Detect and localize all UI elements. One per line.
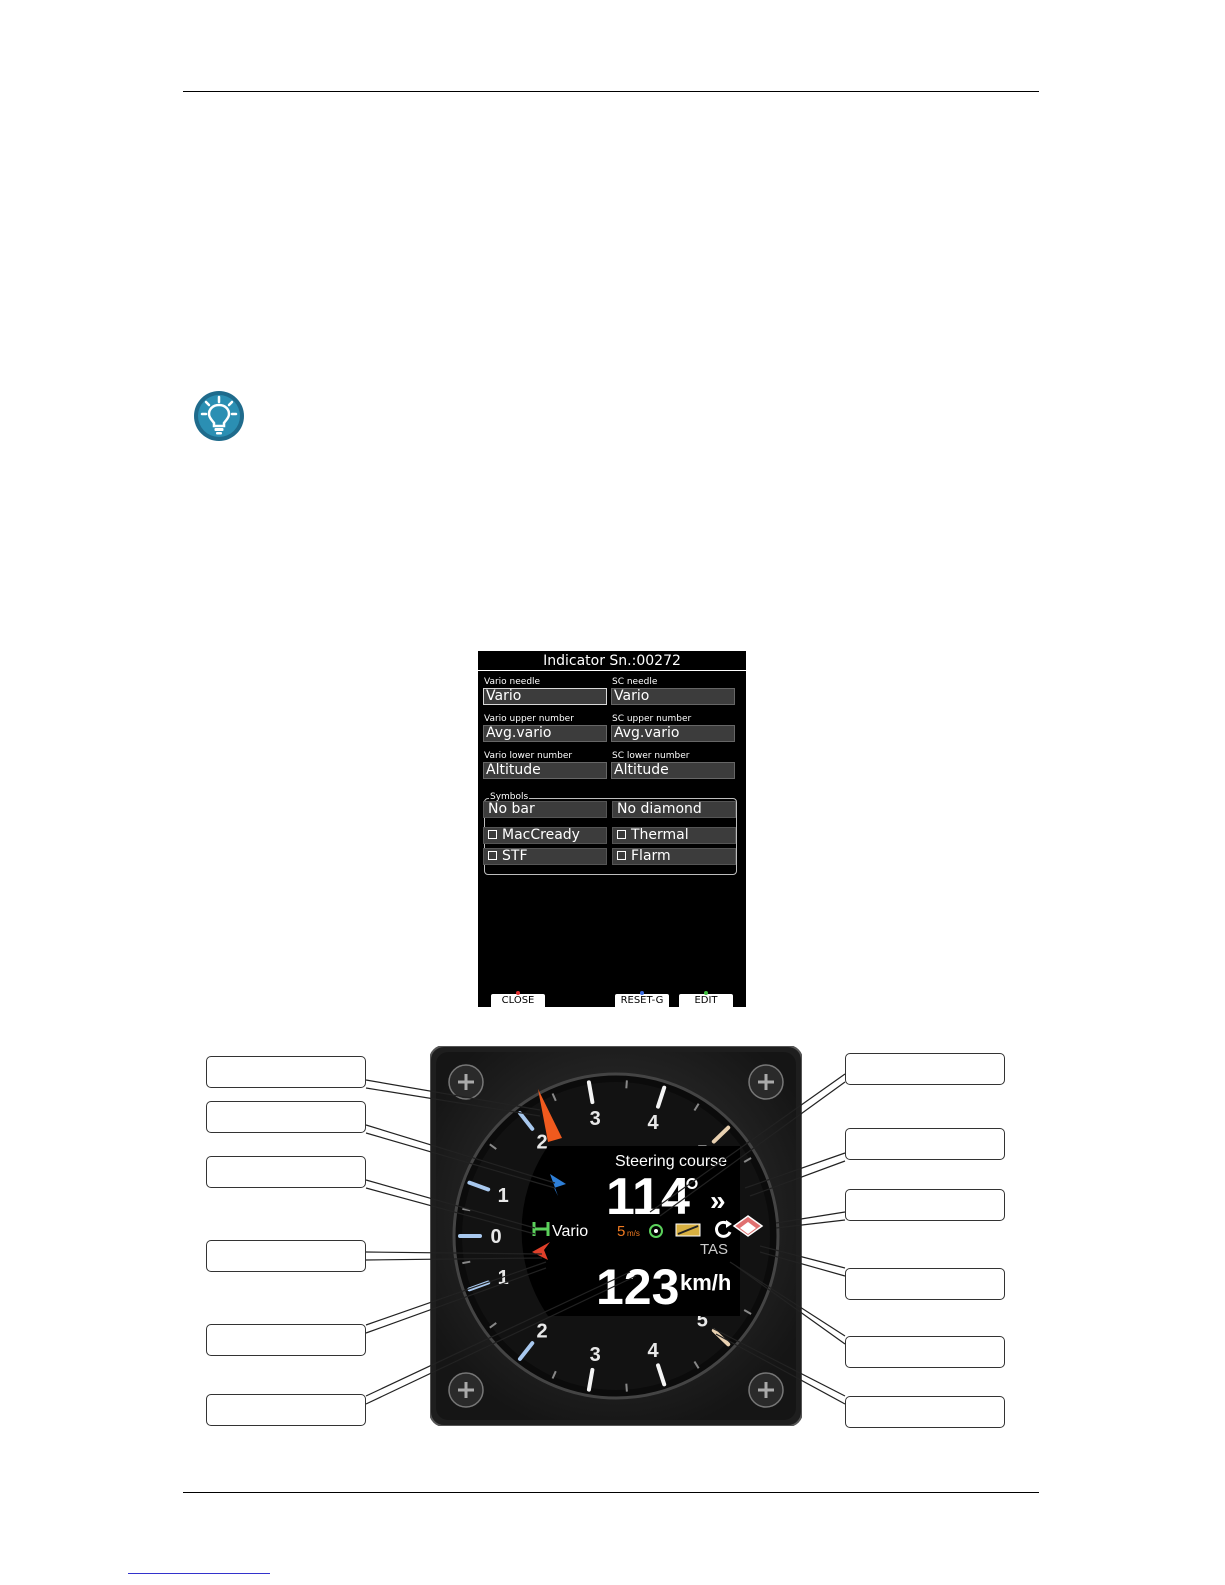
scale-minor-tick	[625, 1080, 628, 1089]
scale-number-upper: 1	[498, 1185, 509, 1207]
battery-icon	[675, 1223, 701, 1237]
vario-upper-number-label: Vario upper number	[484, 714, 574, 724]
sc-upper-number-label: SC upper number	[612, 714, 692, 724]
stf-checkbox[interactable]	[488, 851, 497, 860]
reset-g-key-dot	[640, 991, 644, 995]
symbols-label: Symbols	[489, 792, 530, 802]
course-chevron: »	[710, 1185, 726, 1216]
maccready-checkbox-row[interactable]: MacCready	[483, 827, 607, 844]
tas-label: TAS	[700, 1241, 728, 1258]
edit-softkey[interactable]: EDIT	[679, 991, 733, 1007]
course-degree-symbol: °	[684, 1171, 700, 1215]
sc-needle-select[interactable]: Vario	[611, 688, 735, 705]
lightbulb-icon	[194, 391, 244, 441]
small-vario-unit: m/s	[627, 1229, 640, 1238]
vario-label: Vario	[552, 1223, 588, 1240]
scale-number-lower: 3	[590, 1344, 601, 1366]
scale-number-lower: 2	[537, 1321, 548, 1343]
callout-box	[845, 1189, 1005, 1221]
diamond-select[interactable]: No diamond	[612, 801, 736, 818]
mounting-screw	[448, 1064, 484, 1100]
settings-title: Indicator Sn.:00272	[478, 651, 746, 671]
callout-box	[845, 1396, 1005, 1428]
close-key-dot	[516, 991, 520, 995]
maccready-label: MacCready	[502, 827, 580, 843]
mounting-screw	[748, 1064, 784, 1100]
callout-box	[845, 1336, 1005, 1368]
scale-number-lower: 4	[648, 1340, 660, 1362]
diamond-icon	[732, 1215, 764, 1237]
stf-label: STF	[502, 848, 528, 864]
thermal-checkbox[interactable]	[617, 830, 626, 839]
thermal-checkbox-row[interactable]: Thermal	[612, 827, 736, 844]
scale-tick-lower	[656, 1363, 667, 1387]
sc-lower-number-label: SC lower number	[612, 751, 690, 761]
callout-box	[845, 1128, 1005, 1160]
callout-box	[206, 1156, 366, 1188]
scale-number-upper: 3	[590, 1108, 601, 1130]
scale-number-lower: 5	[697, 1309, 708, 1331]
scale-minor-tick	[551, 1093, 557, 1102]
header-rule	[183, 91, 1039, 92]
vario-needle-label: Vario needle	[484, 677, 541, 687]
vario-upper-number-select[interactable]: Avg.vario	[483, 725, 607, 742]
speed-unit: km/h	[680, 1270, 731, 1295]
speed-value: 123	[596, 1259, 679, 1315]
footer-link-underline[interactable]	[128, 1573, 270, 1574]
course-value: 114	[606, 1168, 690, 1226]
edit-softkey-label: EDIT	[694, 995, 718, 1006]
refresh-icon	[715, 1220, 732, 1238]
gps-signal-icon	[649, 1224, 663, 1238]
sc-lower-number-select[interactable]: Altitude	[611, 762, 735, 779]
scale-number-zero: 0	[490, 1226, 501, 1248]
mounting-screw	[748, 1372, 784, 1408]
callout-box	[206, 1101, 366, 1133]
scale-minor-tick	[462, 1207, 471, 1212]
flarm-checkbox-row[interactable]: Flarm	[612, 848, 736, 865]
thermal-label: Thermal	[631, 827, 689, 843]
stf-checkbox-row[interactable]: STF	[483, 848, 607, 865]
callout-box	[845, 1053, 1005, 1085]
sc-needle-label: SC needle	[612, 677, 658, 687]
callout-box	[206, 1394, 366, 1426]
close-softkey[interactable]: CLOSE	[491, 991, 545, 1007]
scale-minor-tick	[625, 1383, 628, 1392]
close-softkey-label: CLOSE	[501, 995, 535, 1006]
edit-key-dot	[704, 991, 708, 995]
flarm-label: Flarm	[631, 848, 671, 864]
vario-lower-number-label: Vario lower number	[484, 751, 573, 761]
flarm-checkbox[interactable]	[617, 851, 626, 860]
callout-box	[206, 1324, 366, 1356]
indicator-settings-screen: Indicator Sn.:00272 Vario needle Vario S…	[478, 651, 746, 1007]
scale-number-upper: 4	[648, 1112, 660, 1134]
footer-rule	[183, 1492, 1039, 1493]
vario-needle	[538, 1089, 562, 1142]
scale-minor-tick	[693, 1360, 700, 1369]
vario-needle-select[interactable]: Vario	[483, 688, 607, 705]
vario-lower-number-select[interactable]: Altitude	[483, 762, 607, 779]
callout-box	[206, 1056, 366, 1088]
reset-g-softkey[interactable]: RESET-G	[615, 991, 669, 1007]
scale-number-lower: 1	[498, 1267, 509, 1289]
callout-box	[845, 1268, 1005, 1300]
callout-box	[206, 1240, 366, 1272]
scale-tick-upper	[586, 1080, 595, 1105]
red-arrow-marker	[532, 1242, 550, 1260]
maccready-checkbox[interactable]	[488, 830, 497, 839]
scale-minor-tick	[462, 1260, 471, 1265]
small-vario-value: 5	[617, 1223, 625, 1240]
vario-indicator-instrument: 12345012345 Steering course 114 ° » Vari…	[430, 1046, 802, 1426]
sc-upper-number-select[interactable]: Avg.vario	[611, 725, 735, 742]
reset-g-softkey-label: RESET-G	[620, 995, 664, 1006]
bar-select[interactable]: No bar	[483, 801, 607, 818]
mounting-screw	[448, 1372, 484, 1408]
